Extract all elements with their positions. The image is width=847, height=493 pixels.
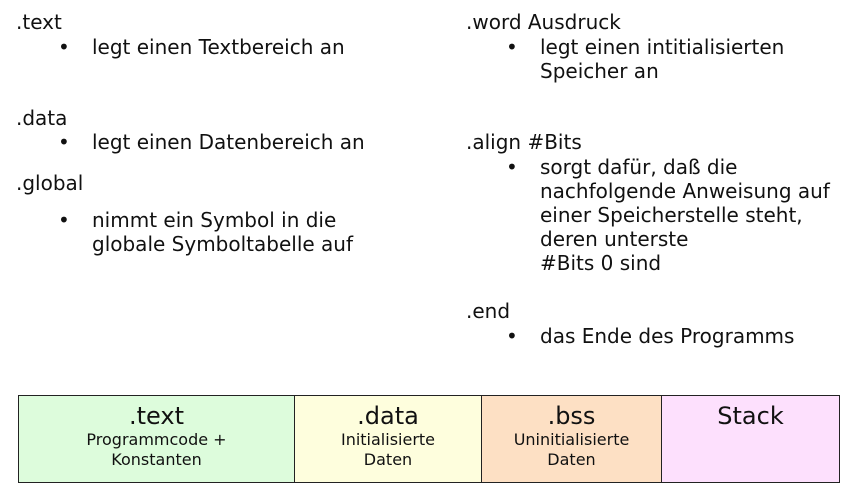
directive-word: .word Ausdruck xyxy=(466,10,621,34)
segment-desc: Konstanten xyxy=(111,450,202,469)
bullet-text: • legt einen Textbereich an xyxy=(58,35,345,59)
bullet-end-line: das Ende des Programms xyxy=(540,324,795,348)
bullet-align-line: einer Speicherstelle steht, xyxy=(540,203,803,227)
bullet-dot: • xyxy=(58,35,70,59)
segment-bss: .bss Uninitialisierte Daten xyxy=(482,396,662,482)
memory-map: .text Programmcode + Konstanten .data In… xyxy=(18,395,840,483)
segment-desc: Daten xyxy=(547,450,596,469)
bullet-align-line: deren unterste xyxy=(540,227,689,251)
directive-text: .text xyxy=(16,10,62,34)
directive-global: .global xyxy=(16,171,84,195)
bullet-dot: • xyxy=(506,324,518,348)
bullet-dot: • xyxy=(506,35,518,59)
segment-desc: Programmcode + xyxy=(86,430,227,449)
bullet-word: • legt einen intitialisierten Speicher a… xyxy=(506,35,785,83)
segment-title: .bss xyxy=(547,402,596,430)
bullet-dot: • xyxy=(506,155,518,179)
segment-title: Stack xyxy=(717,402,784,430)
segment-desc: Daten xyxy=(363,450,413,469)
segment-title: .data xyxy=(357,402,419,430)
segment-stack: Stack xyxy=(662,396,839,482)
bullet-global-line: nimmt ein Symbol in die xyxy=(92,208,337,232)
bullet-global: • nimmt ein Symbol in die globale Symbol… xyxy=(58,208,354,256)
bullet-dot: • xyxy=(58,208,70,232)
segment-text: .text Programmcode + Konstanten xyxy=(19,396,295,482)
segment-data: .data Initialisierte Daten xyxy=(295,396,482,482)
bullet-data-line: legt einen Datenbereich an xyxy=(92,130,365,154)
bullet-align: • sorgt dafür, daß die nachfolgende Anwe… xyxy=(506,155,830,275)
bullet-end: • das Ende des Programms xyxy=(506,324,795,348)
segment-title: .text xyxy=(129,402,184,430)
bullet-global-line: globale Symboltabelle auf xyxy=(92,232,354,256)
directive-align: .align #Bits xyxy=(466,130,582,154)
directive-end: .end xyxy=(466,299,511,323)
bullet-text-line: legt einen Textbereich an xyxy=(92,35,345,59)
directive-data: .data xyxy=(16,106,68,130)
bullet-word-line: Speicher an xyxy=(540,59,659,83)
bullet-align-line: sorgt dafür, daß die xyxy=(540,155,738,179)
bullet-align-line: nachfolgende Anweisung auf xyxy=(540,179,830,203)
bullet-dot: • xyxy=(58,130,70,154)
bullet-align-line: #Bits 0 sind xyxy=(540,251,662,275)
bullet-word-line: legt einen intitialisierten xyxy=(540,35,785,59)
segment-desc: Initialisierte xyxy=(340,430,436,449)
bullet-data: • legt einen Datenbereich an xyxy=(58,130,365,154)
segment-desc: Uninitialisierte xyxy=(513,430,630,449)
